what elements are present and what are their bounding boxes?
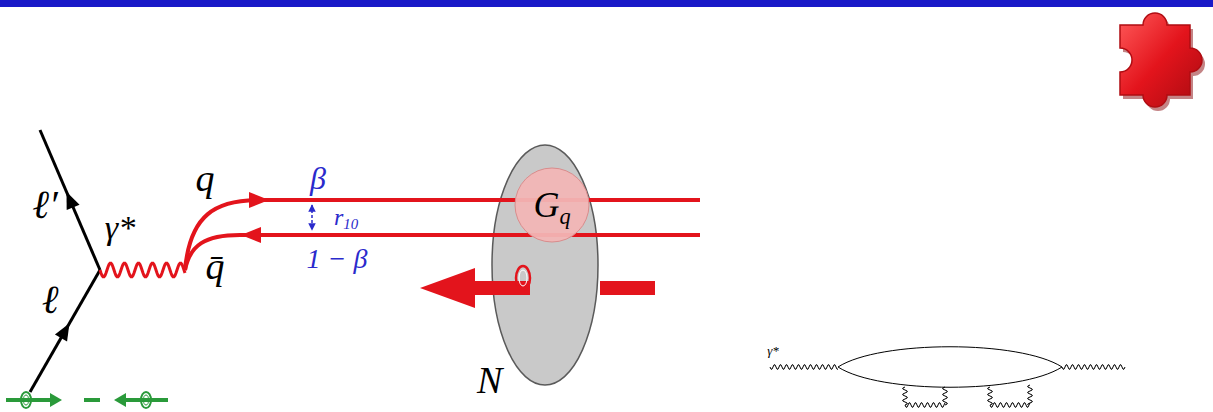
boson-wave bbox=[1028, 385, 1032, 405]
gluon-density-label: Gq bbox=[533, 187, 570, 223]
photon-wave bbox=[100, 263, 185, 277]
photon-wave bbox=[100, 263, 185, 277]
photon-loop-diagram bbox=[770, 347, 1125, 407]
helicity-icons bbox=[6, 392, 168, 408]
boson-wave bbox=[905, 403, 945, 407]
antiquark-line bbox=[185, 235, 700, 270]
nucleon-label: N bbox=[477, 361, 502, 399]
lepton-arrowhead bbox=[55, 320, 76, 342]
outgoing-lepton-label: ℓ′ bbox=[32, 185, 57, 225]
top-bar bbox=[0, 0, 1213, 7]
antiquark-arrowhead bbox=[241, 227, 261, 243]
dipole-size-arrow bbox=[311, 205, 313, 230]
incoming-lepton-line bbox=[30, 270, 100, 392]
nucleon-ellipse: GqN bbox=[490, 143, 600, 387]
momentum-fraction-label: β bbox=[310, 162, 326, 194]
photon-label: γ* bbox=[767, 344, 779, 357]
gluon-density-circle: Gq bbox=[514, 167, 590, 243]
nucleon-ellipse-outline bbox=[492, 145, 598, 385]
photon-label: γ* bbox=[105, 211, 135, 245]
lepton-arrowhead bbox=[60, 189, 80, 210]
nucleon-spin-arrow-tail bbox=[600, 281, 655, 295]
boson-wave bbox=[990, 403, 1030, 407]
boson-wave bbox=[903, 387, 907, 405]
boson-wave bbox=[943, 387, 947, 405]
puzzle-piece bbox=[1120, 13, 1205, 111]
dipole-size-label: r10 bbox=[334, 205, 358, 229]
momentum-fraction-label: 1 − β bbox=[307, 245, 368, 273]
boson-wave bbox=[770, 365, 838, 369]
boson-wave bbox=[988, 387, 992, 405]
incoming-lepton-label: ℓ bbox=[42, 280, 59, 320]
antiquark-label: q̄ bbox=[206, 247, 225, 285]
boson-wave bbox=[1062, 365, 1125, 369]
quark-line bbox=[185, 200, 700, 270]
gluon-density-outline bbox=[515, 168, 589, 242]
quark-arrowhead bbox=[249, 192, 269, 208]
quark-label: q bbox=[196, 159, 215, 197]
